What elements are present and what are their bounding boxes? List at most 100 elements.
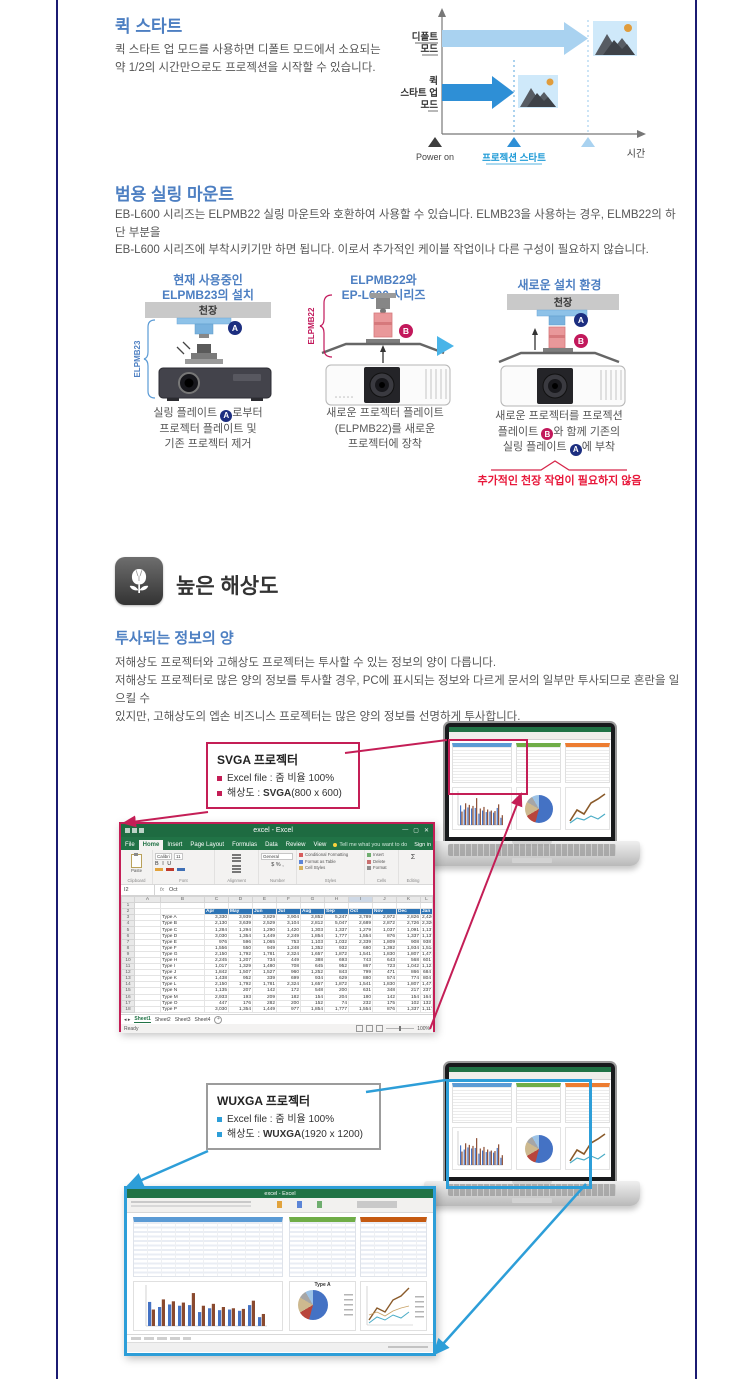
workbook-body: Type A [127,1213,433,1334]
tab-page-layout: Page Layout [190,842,225,848]
close-icon: ✕ [423,828,429,834]
lightbulb-icon [333,843,338,847]
time-axis-label: 시간 [627,148,645,160]
tab-view: View [313,842,327,848]
attach-arrow-icon [380,345,386,352]
pie-legend [344,1294,353,1316]
power-on-label: Power on [416,152,454,162]
sheet-tab-3: Sheet3 [174,1016,191,1023]
svg-text:A: A [578,315,584,325]
mini-table-orange [565,743,610,783]
insert-cells-icon [367,853,371,858]
badge-a-icon [228,321,242,335]
quick-start-timeline-diagram: 디폴트 모드 퀵 스타트 업 모드 Power on 프로젝션 스타트 [400,8,646,165]
quick-start-title: 퀵 스타트 [115,17,183,36]
bar-chart [133,1281,283,1331]
excel-titlebar: excel - Excel [127,1189,433,1198]
pie-chart: Type A [289,1281,356,1331]
svga-box-title: SVGA 프로젝터 [217,753,299,767]
autosum-icon: Σ [410,854,416,861]
column3-header: 새로운 설치 환경 [517,278,602,292]
status-bar: Ready 100% [121,1024,433,1033]
zoom-controls: 100% [356,1025,430,1032]
note-brace [491,460,627,471]
ribbon-group-number: General $ % , Number [259,850,297,884]
column2-caption: 새로운 프로젝터 플레이트 (ELPMB22)를 새로운 프로젝터에 장착 [326,407,444,450]
svga-visible-area-highlight [448,739,528,795]
column1-header: 현재 사용중인 ELPMB23의 설치 [162,273,254,302]
tell-me-box: Tell me what you want to do [330,840,410,850]
mini-excel-titlebar [449,727,611,732]
quick-start-line2: 약 1/2의 시간만으로도 프로젝션을 시작할 수 있습니다. [115,61,376,74]
format-cells-icon [367,866,371,871]
quick-mode-label: 퀵 [429,75,438,87]
bullet-square-icon [217,1117,222,1122]
ribbon-icon [297,1201,302,1208]
wuxga-box-title: WUXGA 프로젝터 [217,1094,311,1108]
fx-icon: fx [159,887,165,893]
quick-start-line1: 퀵 스타트 업 모드를 사용하면 디폴트 모드에서 소요되는 [115,44,381,56]
projection-start-label: 프로젝션 스타트 [482,152,546,164]
excel-titlebar: excel - Excel —▢✕ [121,824,433,837]
font-name-box: Calibri [155,853,172,860]
svg-text:스타트 업: 스타트 업 [400,87,438,99]
mini-table-green [516,743,561,783]
wuxga-excel-screenshot: excel - Excel Type A [124,1186,436,1356]
sign-in-link: Sign in [414,842,432,848]
mount-diagram-new-setup: 천장 A B [498,294,626,407]
bullet-square-icon [217,1132,222,1137]
picture-icon [516,73,560,110]
excel-ribbon [127,1198,433,1213]
badge-b-icon: B [541,428,554,441]
window-controls: —▢✕ [402,827,429,834]
laptop-excel-thumbnail [449,1067,611,1177]
formula-bar: I2 fx Oct [121,885,433,896]
badge-a-icon [574,313,588,327]
laptop-trackpad [512,1198,552,1203]
mount-diagram-elpmb22: B ELPMB22 [307,293,451,406]
mini-table-blue [452,1083,512,1123]
window-title: excel - Excel [253,827,293,834]
mini-table-blue [452,743,512,783]
ribbon-icon [317,1201,322,1208]
sheet-tab-bar: ◂ ▸ Sheet1 Sheet2 Sheet3 Sheet4 + [121,1014,433,1024]
elpmb22-brace [319,294,333,358]
next-step-arrow-icon [437,336,454,356]
border-fill-color-icons [155,868,185,871]
laptop-base [424,841,640,866]
ribbon-group-alignment: Alignment [215,850,259,884]
align-icon [232,853,241,856]
mini-line-chart [565,1127,610,1170]
ribbon-tabs: File Home Insert Page Layout Formulas Da… [121,837,433,850]
elpmb23-label: ELPMB23 [133,340,142,377]
ribbon-group-styles: Conditional Formatting Format as Table C… [297,850,365,884]
align-icon [232,864,241,867]
mini-table-orange [565,1083,610,1123]
pie-chart-title: Type A [314,1282,331,1288]
normal-view-icon [356,1025,364,1032]
laptop-notch [512,841,552,846]
svg-text:모드: 모드 [421,100,439,111]
wuxga-callout-box: WUXGA 프로젝터 Excel file : 줌 비율 100% 해상도 : … [206,1083,381,1150]
quick-mode-arrow [442,84,492,101]
ribbon-group-font: Calibri 11 B I U Font [153,850,215,884]
default-mode-arrow [442,30,564,47]
data-table-green [289,1217,356,1277]
account-area: Sign inShare [410,840,433,850]
mount-diagram-current: 천장 A ELPMB23 [133,302,272,401]
wuxga-bullet-2: 해상도 : WUXGA(1920 x 1200) [217,1127,375,1142]
mini-table-green [516,1083,561,1123]
svg-text:A: A [232,323,238,333]
ribbon-icon [277,1201,282,1208]
wuxga-box-to-screenshot-arrow [125,1149,209,1188]
projection-start-marker-icon [507,137,521,147]
svg-text:B: B [578,336,584,346]
